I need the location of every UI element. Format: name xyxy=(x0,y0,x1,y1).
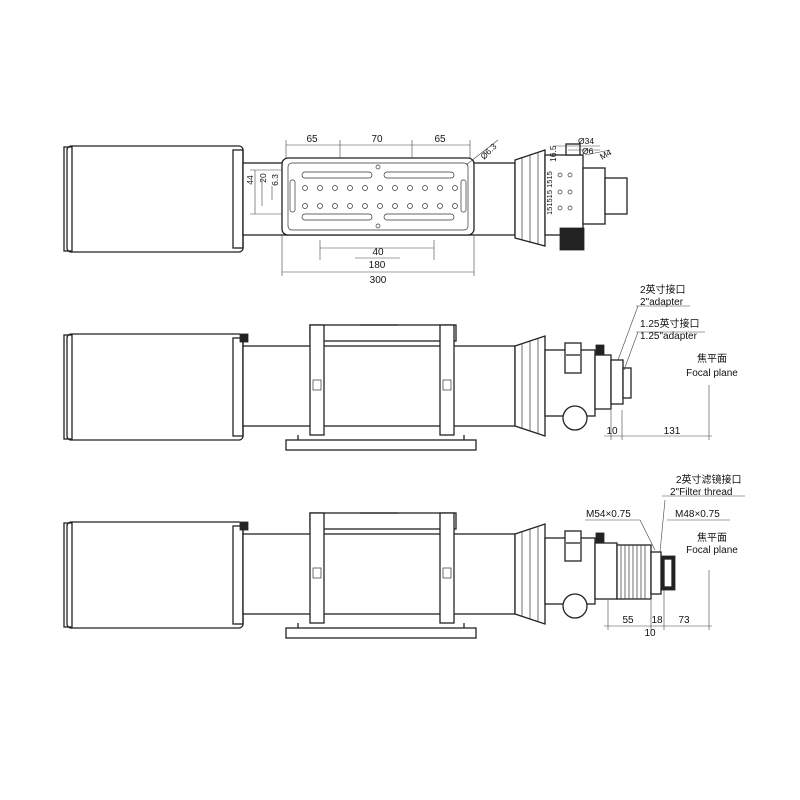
focal-en-mid: Focal plane xyxy=(686,368,738,379)
focus-knob xyxy=(559,227,585,251)
filter-cn: 2英寸滤镜接口 xyxy=(676,473,742,486)
filter-en: 2"Filter thread xyxy=(670,487,732,498)
dovetail-base xyxy=(285,439,477,451)
middle-view: 2英寸接口 2"adapter 1.25英寸接口 1.25"adapter 焦平… xyxy=(63,283,738,451)
focal-en-bot: Focal plane xyxy=(686,545,738,556)
bottom-view: 2英寸滤镜接口 2"Filter thread M54×0.75 M48×0.7… xyxy=(63,473,745,639)
dim-300: 300 xyxy=(370,275,387,286)
adapter125-en: 1.25"adapter xyxy=(640,331,698,342)
dim-10-mid: 10 xyxy=(606,426,618,437)
dim-73: 73 xyxy=(678,615,690,626)
focal-cn-mid: 焦平面 xyxy=(697,352,727,365)
dim-40: 40 xyxy=(372,247,384,258)
dim-55: 55 xyxy=(622,615,634,626)
dim-65-left: 65 xyxy=(306,134,318,145)
dim-10-bot: 10 xyxy=(644,628,656,639)
dim-65-right: 65 xyxy=(434,134,446,145)
dim-20: 20 xyxy=(258,173,268,183)
dim-stack: 151515 1515 xyxy=(545,171,554,215)
dim-180: 180 xyxy=(369,260,386,271)
m48-label: M48×0.75 xyxy=(675,509,720,520)
dim-6-3: 6.3 xyxy=(270,174,280,186)
m54-label: M54×0.75 xyxy=(586,509,631,520)
dovetail-plate xyxy=(281,157,475,236)
dim-70: 70 xyxy=(371,134,383,145)
dim-18: 18 xyxy=(651,615,663,626)
focal-cn-bot: 焦平面 xyxy=(697,531,727,544)
dim-hole-dia: Ø6.3 xyxy=(478,141,498,161)
adapter2-en: 2"adapter xyxy=(640,297,684,308)
dim-44: 44 xyxy=(245,175,255,185)
focuser xyxy=(544,154,584,236)
dim-131: 131 xyxy=(664,426,681,437)
dew-shield xyxy=(66,145,244,253)
adapter125-cn: 1.25英寸接口 xyxy=(640,317,699,330)
dim-16-5: 16.5 xyxy=(548,145,558,162)
dim-phi34: Ø34 xyxy=(578,136,594,146)
adapter2-cn: 2英寸接口 xyxy=(640,283,686,296)
dim-phi6: Ø6 xyxy=(582,146,594,156)
dim-m4: M4 xyxy=(598,147,613,162)
top-view: 65 70 65 40 180 300 44 20 6.3 Ø6.3 Ø34 Ø… xyxy=(63,134,628,286)
